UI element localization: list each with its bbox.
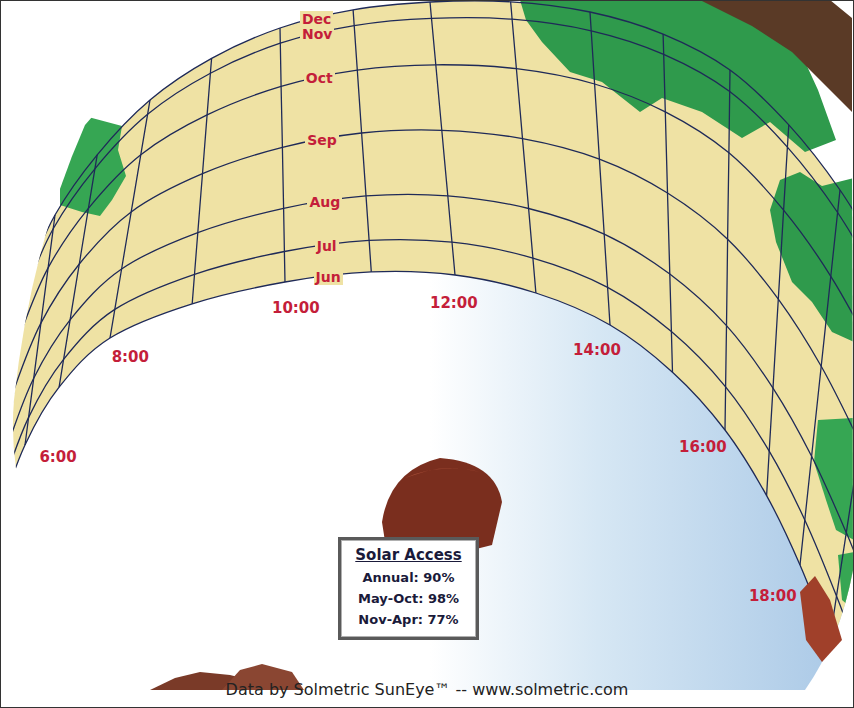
month-label: Aug (307, 194, 342, 210)
grid-line (725, 70, 730, 430)
tree-shading (838, 552, 854, 610)
caption: Data by Solmetric SunEye™ -- www.solmetr… (0, 680, 854, 699)
grid-line (663, 34, 672, 372)
grid-line (511, 2, 536, 293)
grid-line (0, 240, 854, 656)
grid-line (590, 12, 610, 325)
tree-shading (60, 110, 126, 216)
access-value: May-Oct: 98% (353, 589, 464, 610)
grid-line (0, 130, 854, 504)
solar-access-box: Solar AccessAnnual: 90%May-Oct: 98%Nov-A… (338, 537, 479, 640)
grid-line (280, 28, 285, 282)
grid-line (430, 2, 455, 275)
hour-label: 14:00 (573, 341, 621, 359)
hour-label: 8:00 (112, 348, 149, 366)
grid-line (353, 10, 371, 272)
month-label: Jun (314, 269, 343, 285)
grid-line (59, 155, 97, 387)
month-label: Jul (315, 238, 339, 254)
grid-line (110, 100, 150, 338)
hour-label: 6:00 (39, 448, 76, 466)
obstruction (405, 468, 480, 478)
hour-label: 16:00 (679, 438, 727, 456)
grid-line (830, 268, 854, 641)
tree-shading (700, 0, 852, 112)
grid-line (25, 215, 55, 445)
access-value: Nov-Apr: 77% (353, 610, 464, 631)
month-label: Sep (305, 132, 339, 148)
tree-shading (770, 172, 854, 342)
hour-label: 10:00 (272, 299, 320, 317)
hour-label: 18:00 (749, 587, 797, 605)
grid-line (0, 271, 850, 700)
box-heading: Solar Access (353, 546, 464, 564)
month-label: Oct (304, 70, 335, 86)
month-label: Nov (300, 26, 334, 42)
month-label: Dec (300, 11, 333, 27)
grid-line (767, 125, 789, 496)
hour-label: 12:00 (430, 294, 478, 312)
grid-line (800, 190, 840, 565)
grid-line (0, 280, 27, 515)
tree-shading (800, 576, 842, 662)
grid-line (192, 58, 211, 303)
access-value: Annual: 90% (353, 568, 464, 589)
